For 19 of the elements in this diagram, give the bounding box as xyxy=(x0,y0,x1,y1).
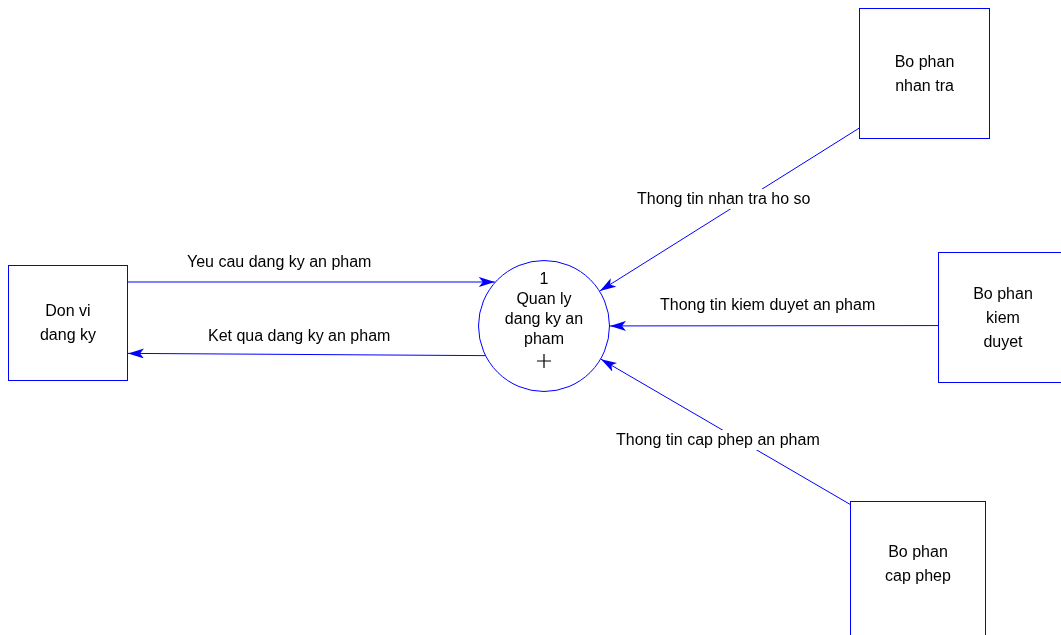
entity-name: Bo phan kiem duyet xyxy=(972,283,1034,352)
arrow xyxy=(127,277,496,287)
edge-label: Thong tin kiem duyet an pham xyxy=(658,295,878,315)
external-entity-box xyxy=(859,8,990,139)
arrow xyxy=(599,127,860,292)
process-number: 1 xyxy=(538,269,550,289)
entity-name: Don vi dang ky xyxy=(38,301,97,345)
external-entity-box xyxy=(850,501,986,635)
edge-label: Thong tin nhan tra ho so xyxy=(635,189,813,209)
external-entity-box xyxy=(938,252,1061,383)
edge-label: Thong tin cap phep an pham xyxy=(614,430,822,450)
edge-label: Ket qua dang ky an pham xyxy=(206,326,393,346)
arrow xyxy=(127,348,486,359)
external-entity-box xyxy=(8,265,128,381)
arrow xyxy=(609,320,939,331)
edge-label: Yeu cau dang ky an pham xyxy=(185,252,374,272)
process-name: Quan ly dang ky an pham xyxy=(503,289,585,349)
entity-name: Bo phan cap phep xyxy=(884,542,952,586)
entity-name: Bo phan nhan tra xyxy=(893,51,956,96)
